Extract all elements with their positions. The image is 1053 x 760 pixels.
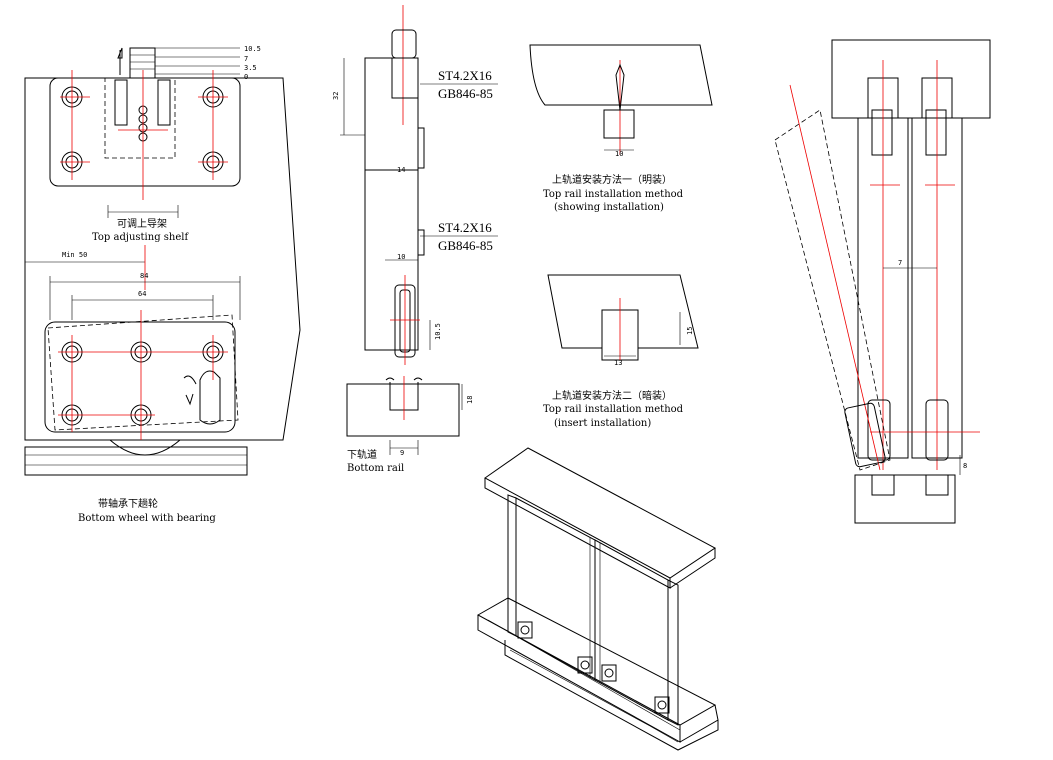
dim-84: 84 [140, 272, 148, 280]
method-2-sub: (insert installation) [554, 418, 651, 429]
dim-10-5b: 10.5 [434, 323, 442, 340]
screw-spec-1a: ST4.2X16 [438, 68, 492, 83]
dim-14: 14 [397, 166, 405, 174]
dim-18: 18 [466, 396, 474, 404]
dim-9: 9 [400, 449, 404, 457]
method-2-label-cn: 上轨道安装方法二（暗装） [552, 389, 672, 402]
screw-spec-2a: ST4.2X16 [438, 220, 492, 235]
method-1-label-cn: 上轨道安装方法一（明装） [552, 173, 672, 186]
screw-spec-2b: GB846-85 [438, 238, 493, 253]
top-plate-holes [61, 86, 224, 173]
screw-spec-1b: GB846-85 [438, 86, 493, 101]
dim-3-5: 3.5 [244, 64, 257, 72]
top-rail-method-2: 13 15 上轨道安装方法二（暗装） Top rail installation… [543, 274, 699, 429]
bottom-rail-label-en: Bottom rail [347, 463, 404, 474]
top-adjusting-shelf-view: 10.5 7 3.5 0 可调上导架 Top adjusting shelf M… [24, 45, 301, 524]
min-50-label: Min 50 [62, 251, 87, 259]
bottom-rail-label-cn: 下轨道 [347, 448, 377, 461]
top-shelf-label-cn: 可调上导架 [117, 218, 167, 230]
dim-32: 32 [332, 92, 340, 100]
top-shelf-label-en: Top adjusting shelf [92, 232, 189, 243]
dim-10: 10 [397, 253, 405, 261]
bottom-wheel-label-cn: 带轴承下趟轮 [98, 497, 158, 510]
isometric-cabinet [476, 447, 719, 751]
method-1-label-en: Top rail installation method [543, 189, 684, 200]
bottom-plate-holes [61, 341, 224, 426]
dim-8: 8 [963, 462, 967, 470]
bottom-wheel-label-en: Bottom wheel with bearing [78, 513, 216, 524]
dim-m2-w: 13 [614, 359, 622, 367]
dim-7: 7 [244, 55, 248, 63]
dim-64: 64 [138, 290, 146, 298]
door-installation-section: 7 8 [774, 39, 991, 524]
dim-m2-h: 15 [686, 327, 694, 335]
dim-0: 0 [244, 73, 248, 81]
dim-10-5: 10.5 [244, 45, 261, 53]
dim-m1: 10 [615, 150, 623, 158]
dim-7b: 7 [898, 259, 902, 267]
method-2-label-en: Top rail installation method [543, 404, 684, 415]
side-section-view: 32 14 10 ST4.2X16 GB846-85 ST4.2X16 GB84… [332, 5, 498, 474]
method-1-sub: (showing installation) [554, 202, 664, 213]
top-rail-method-1: 10 上轨道安装方法一（明装） Top rail installation me… [529, 44, 713, 213]
